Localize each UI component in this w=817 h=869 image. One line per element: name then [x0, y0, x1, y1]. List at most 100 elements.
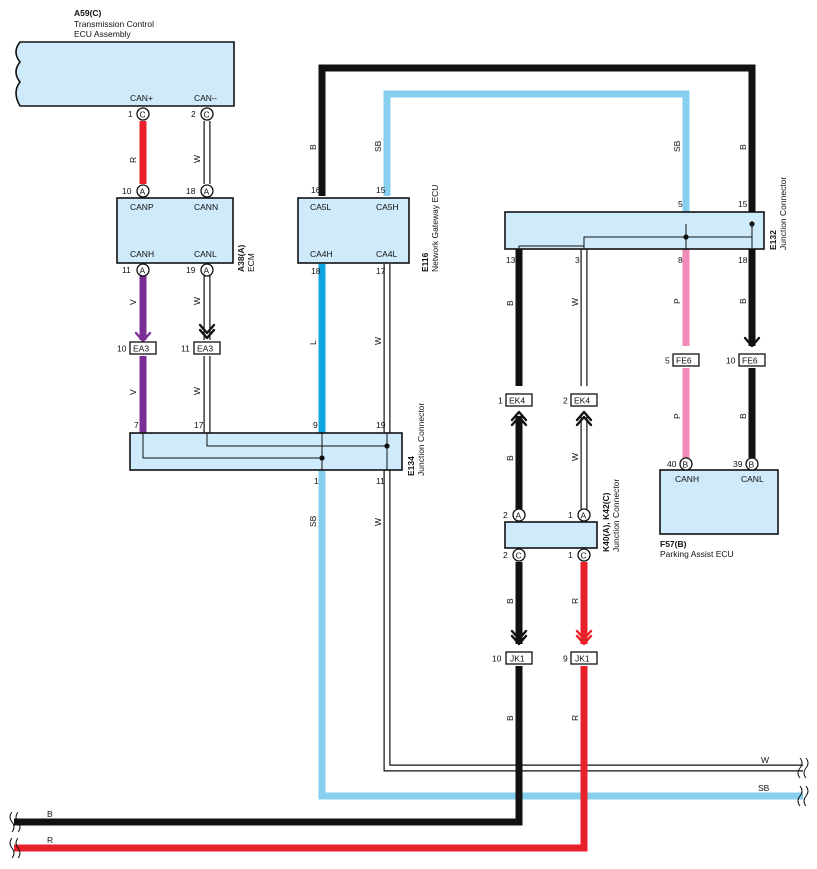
wc-b-k: B [505, 598, 515, 604]
wc-b-bottom: B [47, 809, 53, 819]
wc-b-e132: B [505, 300, 515, 306]
tcm-code: A59(C) [74, 8, 102, 18]
pin-terminals: C C A A A A A A C C B B [136, 107, 759, 562]
inline-connectors: EA3 10 EA3 11 EK4 1 EK4 2 FE6 5 FE6 10 J… [117, 341, 766, 665]
ecm-name: ECM [246, 253, 256, 272]
tcm-2-term: C [204, 110, 210, 120]
pin-k40-1a: 1 [568, 510, 573, 520]
fe6-b-label: FE6 [742, 356, 758, 366]
break-marks [9, 757, 809, 859]
pin-ecm-19: 19 [186, 265, 196, 275]
ea3-a-label: EA3 [133, 344, 149, 354]
jk1-a-label: JK1 [510, 654, 525, 664]
e132-name: Junction Connector [778, 177, 788, 250]
wc-r-top: R [128, 157, 138, 163]
wire-w-e134-bottom [383, 470, 803, 772]
k40-2a-term: A [516, 511, 522, 521]
pin-ecm-11: 11 [122, 265, 131, 275]
wc-sb-e134: SB [308, 515, 318, 527]
parking-box [659, 469, 779, 535]
parking-code: F57(B) [660, 539, 687, 549]
pin-k42-1c: 1 [568, 550, 573, 560]
pin-pa-39: 39 [733, 459, 743, 469]
wire-sb-e134-bottom [318, 470, 803, 800]
wc-v-1: V [128, 299, 138, 305]
wc-w-ek4: W [570, 453, 580, 461]
jk1-b-pin: 9 [563, 654, 568, 664]
ecm-10-term: A [140, 187, 146, 197]
ek4-a-pin: 1 [498, 396, 503, 406]
pin-e134-11: 11 [376, 476, 385, 486]
ea3-b-pin: 11 [181, 344, 190, 354]
e134-node-1 [319, 455, 325, 461]
gateway-ca5h: CA5H [376, 202, 399, 212]
ea3-b-label: EA3 [197, 344, 213, 354]
k40-box [504, 521, 598, 549]
wc-b-4: B [738, 413, 748, 419]
fe6-a-pin: 5 [665, 356, 670, 366]
wire-color-labels: R W V W V W B SB L W SB W SB B B W P B P… [128, 140, 748, 721]
wc-v-2: V [128, 389, 138, 395]
ek4-b-label: EK4 [574, 396, 590, 406]
gateway-name: Network Gateway ECU [430, 185, 440, 272]
ecm-19-term: A [204, 266, 210, 276]
k42-2c-term: C [516, 551, 522, 561]
pin-e132-15: 15 [738, 199, 748, 209]
e132-node-2 [749, 221, 755, 227]
pin-gw-17: 17 [376, 266, 386, 276]
pa-39-term: B [749, 460, 755, 470]
ecm-box [116, 197, 234, 264]
pin-gw-18: 18 [311, 266, 321, 276]
fe6-b-pin: 10 [726, 356, 736, 366]
ecm-canh: CANH [130, 249, 154, 259]
pin-numbers: 1 2 10 18 11 19 16 15 18 17 7 17 9 19 1 … [122, 109, 748, 560]
wc-p-1: P [672, 298, 682, 304]
e134-box [129, 432, 403, 471]
gateway-ca5l: CA5L [310, 202, 332, 212]
gateway-code: E116 [420, 252, 430, 272]
wc-r-k: R [570, 598, 580, 604]
pin-tcm-2: 2 [191, 109, 196, 119]
wc-r-jk1: R [570, 715, 580, 721]
tcm-pin-can-plus: CAN+ [130, 93, 153, 103]
wire-b-bottom [14, 666, 523, 826]
ecm-cann: CANN [194, 202, 218, 212]
wc-sb-bottom: SB [758, 783, 770, 793]
e132-code: E132 [768, 230, 778, 250]
pin-k42-2c: 2 [503, 550, 508, 560]
pin-e134-19: 19 [376, 420, 386, 430]
wire-b-gateway-loop [318, 64, 756, 212]
wc-l-gw: L [308, 340, 318, 345]
ecm-canp: CANP [130, 202, 154, 212]
pin-tcm-1: 1 [128, 109, 133, 119]
parking-name: Parking Assist ECU [660, 549, 734, 559]
gateway-ca4l: CA4L [376, 249, 398, 259]
k42-1c-term: C [581, 551, 587, 561]
ek4-b-pin: 2 [563, 396, 568, 406]
e134-code: E134 [406, 456, 416, 476]
ecm-11-term: A [140, 266, 146, 276]
wc-p-2: P [672, 413, 682, 419]
pin-gw-15: 15 [376, 185, 386, 195]
wc-w-top: W [192, 155, 202, 163]
wc-b-gw: B [308, 144, 318, 150]
tcm-pin-can-minus: CAN– [194, 93, 217, 103]
k40-name: Junction Connector [611, 479, 621, 552]
jk1-b-label: JK1 [575, 654, 590, 664]
e132-box [504, 211, 765, 250]
pin-ecm-10: 10 [122, 186, 132, 196]
gateway-ca4h: CA4H [310, 249, 333, 259]
ecm-18-term: A [204, 187, 210, 197]
ek4-a-label: EK4 [509, 396, 525, 406]
wc-sb-right: SB [672, 140, 682, 152]
wc-b-jk1: B [505, 715, 515, 721]
pin-ecm-18: 18 [186, 186, 196, 196]
pin-gw-16: 16 [311, 185, 321, 195]
wire-sb-gateway-loop [383, 90, 690, 212]
wc-w-gw: W [373, 337, 383, 345]
pin-e132-13: 13 [506, 255, 516, 265]
wc-b-right: B [738, 144, 748, 150]
wc-b-3: B [738, 298, 748, 304]
wc-b-ek4: B [505, 455, 515, 461]
